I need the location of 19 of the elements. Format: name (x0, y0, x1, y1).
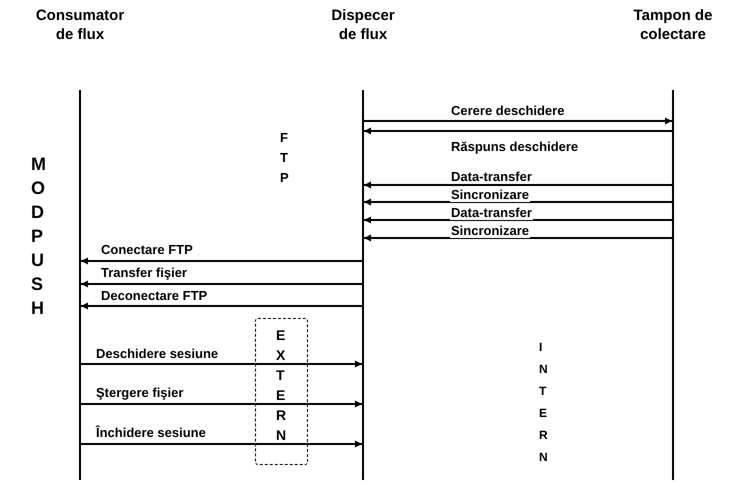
vertical-label: INTERN (539, 339, 551, 466)
participant-name: Tampon de colectare (632, 6, 714, 44)
edge-label: Închidere sesiune (95, 426, 207, 440)
vertical-label: MOD PUSH (31, 153, 49, 320)
framed-vertical-label: EXTERN (255, 318, 308, 465)
edge-label: Sincronizare (450, 188, 530, 202)
edge-label: Răspuns deschidere (450, 140, 580, 154)
participant-name: Consumator de flux (34, 6, 126, 44)
edge-label: Ştergere fişier (95, 386, 184, 400)
edge-label: Sincronizare (450, 224, 530, 238)
edge-label: Data-transfer (450, 206, 533, 220)
vertical-label: FTP (280, 129, 293, 187)
edge-label: Conectare FTP (100, 243, 194, 257)
edge-label: Cerere deschidere (450, 104, 566, 118)
edge-label: Deconectare FTP (100, 289, 208, 303)
edge-label: Transfer fişier (100, 266, 188, 280)
edge-label: Data-transfer (450, 170, 533, 184)
edge-label: Deschidere sesiune (95, 347, 220, 361)
participant-name: Dispecer de flux (330, 6, 396, 44)
